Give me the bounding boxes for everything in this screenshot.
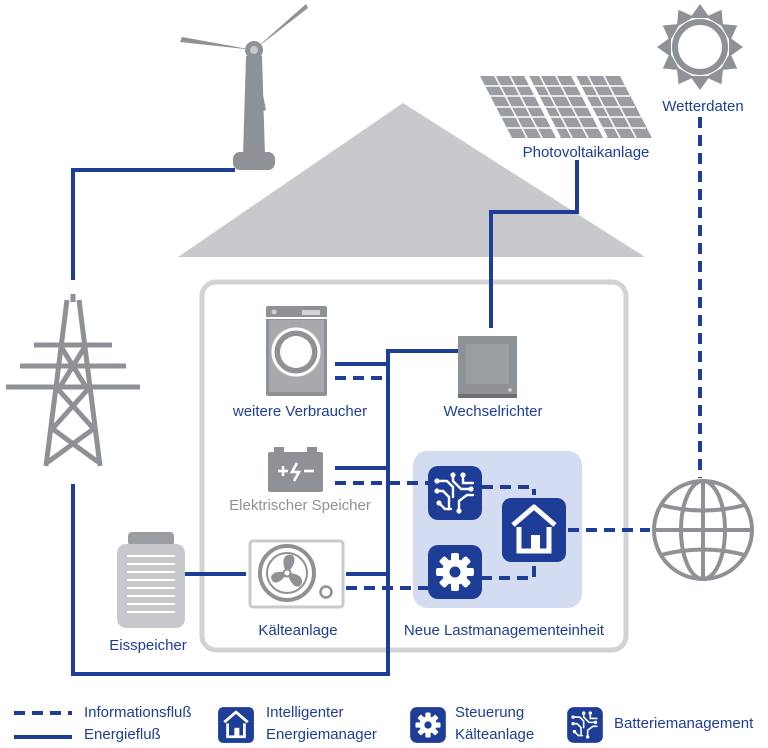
- legend-symbols: [14, 705, 604, 745]
- ice-storage-icon: [117, 532, 185, 628]
- legend-informationsfluss: Informationsfluß: [84, 704, 192, 721]
- elektrischer-speicher-label: Elektrischer Speicher: [229, 497, 371, 514]
- legend-batteriemanagement: Batteriemanagement: [614, 715, 754, 732]
- wechselrichter-label: Wechselrichter: [443, 403, 543, 420]
- legend-flows: Informationsfluß Energiefluß: [84, 702, 192, 746]
- legend-steuerung: Steuerung Kälteanlage: [455, 702, 534, 746]
- legend-steuerung-line2: Kälteanlage: [455, 726, 535, 743]
- house-roof: [178, 103, 645, 257]
- eisspeicher-label: Eisspeicher: [109, 637, 187, 654]
- weitere-verbraucher-label: weitere Verbraucher: [232, 403, 368, 420]
- house-icon: [502, 498, 566, 562]
- washing-machine-icon: [266, 306, 327, 396]
- battery-icon: [268, 447, 323, 492]
- power-pylon-icon: [6, 294, 140, 467]
- wetterdaten-label: Wetterdaten: [662, 98, 744, 115]
- energy-flow-lines: [71, 160, 579, 676]
- solar-panel-icon: [480, 75, 652, 139]
- fan-unit-icon: [248, 539, 345, 609]
- legend-energiemanager-line1: Intelligenter: [266, 704, 344, 721]
- gear-icon: [428, 545, 482, 599]
- circuit-chip-icon: [426, 464, 484, 522]
- legend-energiemanager-line2: Energiemanager: [266, 726, 377, 743]
- legend-energiefluss: Energiefluß: [84, 726, 161, 743]
- globe-icon: [652, 479, 754, 581]
- sun-icon: [657, 4, 743, 90]
- photovoltaik-label: Photovoltaikanlage: [522, 144, 650, 161]
- inverter-icon: [458, 336, 517, 398]
- wind-turbine-icon: [180, 4, 308, 170]
- legend-energiemanager: Intelligenter Energiemanager: [266, 702, 377, 746]
- lastmanagement-label: Neue Lastmanagementeinheit: [403, 622, 605, 639]
- legend-steuerung-line1: Steuerung: [455, 704, 525, 721]
- information-flow-lines: [335, 117, 702, 590]
- kaelteanlage-label: Kälteanlage: [258, 622, 338, 639]
